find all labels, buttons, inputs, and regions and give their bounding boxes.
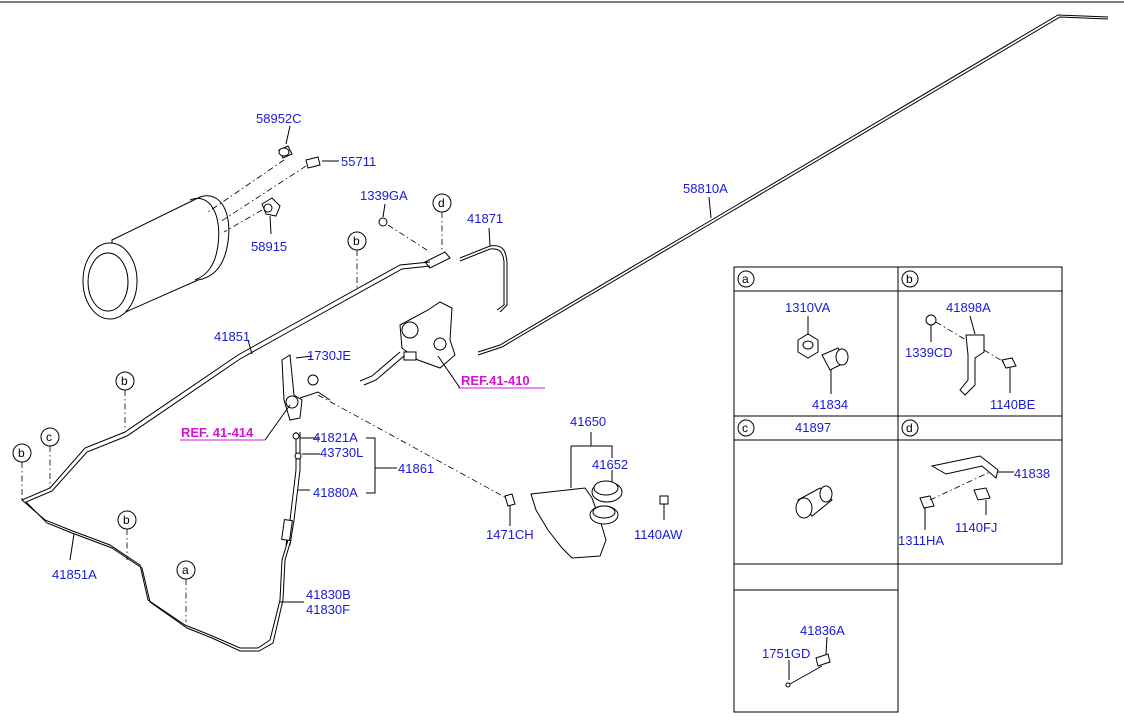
label-41851: 41851 <box>214 329 250 344</box>
svg-text:c: c <box>742 421 748 435</box>
label-41830f: 41830F <box>306 602 350 617</box>
callout-b-3: b <box>12 443 32 500</box>
callout-b-4: b <box>117 510 137 560</box>
svg-text:b: b <box>121 374 128 388</box>
svg-text:a: a <box>182 563 189 577</box>
label-1730je: 1730JE <box>307 348 351 363</box>
release-cylinder <box>281 354 331 421</box>
label-41821a: 41821A <box>313 430 358 445</box>
label-41838: 41838 <box>1014 466 1050 481</box>
label-1140be: 1140BE <box>990 397 1036 412</box>
plug-58952c <box>278 145 293 159</box>
label-41897: 41897 <box>795 420 831 435</box>
leader-58952c <box>285 125 291 145</box>
air-tank <box>82 195 230 320</box>
label-41861: 41861 <box>398 461 434 476</box>
pipe-41871 <box>459 245 508 313</box>
screw-1751gd <box>785 682 791 688</box>
bracket-41898a <box>959 334 985 396</box>
detail-box-grid <box>733 266 1063 713</box>
svg-text:b: b <box>353 234 360 248</box>
callout-a: a <box>176 560 196 622</box>
callout-b-1: b <box>347 231 367 288</box>
dash-reservoir-line <box>317 394 511 501</box>
label-41871: 41871 <box>467 211 503 226</box>
dash-58952c <box>207 159 285 213</box>
reservoir-41650 <box>530 480 623 559</box>
dash-55711 <box>219 165 307 223</box>
label-41836a: 41836A <box>800 623 845 638</box>
label-55711: 55711 <box>341 154 376 169</box>
leader-41851 <box>247 339 253 355</box>
nut-1311ha <box>919 495 935 509</box>
bolt-1140aw <box>659 495 669 505</box>
detail-box-e: 41836A 1751GD <box>762 623 845 688</box>
callout-c: c <box>40 427 60 488</box>
label-43730l: 43730L <box>320 445 363 460</box>
label-41834: 41834 <box>812 397 848 412</box>
label-1471ch: 1471CH <box>486 527 534 542</box>
leader-58915 <box>269 215 272 235</box>
detail-box-c: c 41897 <box>737 419 833 519</box>
pipe-58810a <box>477 14 1109 353</box>
label-1751gd: 1751GD <box>762 646 810 661</box>
label-58915: 58915 <box>251 239 287 254</box>
leader-41871 <box>488 227 491 247</box>
ref-41-410: REF.41-410 <box>461 373 530 388</box>
fitting-55711 <box>305 156 321 169</box>
ref-41-414: REF. 41-414 <box>181 425 254 440</box>
clip-43730l <box>294 452 302 460</box>
bolt-1140be <box>1001 357 1017 369</box>
label-41898a: 41898A <box>946 300 991 315</box>
label-58810a: 58810A <box>683 181 728 196</box>
svg-text:d: d <box>906 421 913 435</box>
leader-41851a <box>69 533 75 561</box>
bracket-41650 <box>571 445 613 458</box>
label-41880a: 41880A <box>313 485 358 500</box>
label-58952c: 58952C <box>256 111 302 126</box>
label-41652: 41652 <box>592 457 628 472</box>
pipe-41851 <box>21 261 431 649</box>
label-1140fj: 1140FJ <box>955 520 997 535</box>
leader-1339ga <box>382 203 386 218</box>
elbow-58915 <box>261 197 281 217</box>
svg-text:c: c <box>46 430 52 444</box>
bolt-41836a <box>815 653 831 667</box>
bracket-41861 <box>366 437 376 494</box>
label-41830b: 41830B <box>306 587 351 602</box>
label-1339ga: 1339GA <box>360 188 408 203</box>
bracket-41838 <box>930 455 999 479</box>
nut-1339ga <box>378 217 388 227</box>
label-1310va: 1310VA <box>785 300 831 315</box>
label-41851a: 41851A <box>52 567 97 582</box>
callout-d-top: d <box>432 193 452 252</box>
master-cylinder <box>359 301 456 386</box>
leader-58810a <box>708 196 712 219</box>
label-1140aw: 1140AW <box>634 527 683 542</box>
bracket-d <box>424 251 451 269</box>
label-1311ha: 1311HA <box>898 533 944 548</box>
svg-text:b: b <box>18 446 25 460</box>
svg-text:a: a <box>742 272 749 286</box>
detail-box-d: d 41838 1311HA 1140FJ <box>898 419 1050 548</box>
leader-ref-41-414 <box>264 404 291 441</box>
bolt-1140fj <box>973 487 991 501</box>
leader-1730je <box>295 355 313 359</box>
svg-text:b: b <box>906 272 913 286</box>
label-41650: 41650 <box>570 414 606 429</box>
svg-text:d: d <box>438 196 445 210</box>
clip-41821a <box>292 432 300 440</box>
nut-1339cd <box>925 314 937 326</box>
callout-b-2: b <box>115 371 135 430</box>
label-1339cd: 1339CD <box>905 345 953 360</box>
clamp-1471ch <box>504 493 516 507</box>
detail-box-b: b 41898A 1339CD 1140BE <box>901 270 1036 412</box>
detail-box-a: a 1310VA 41834 <box>737 270 849 412</box>
svg-text:b: b <box>123 513 130 527</box>
dash-58915 <box>223 209 263 233</box>
